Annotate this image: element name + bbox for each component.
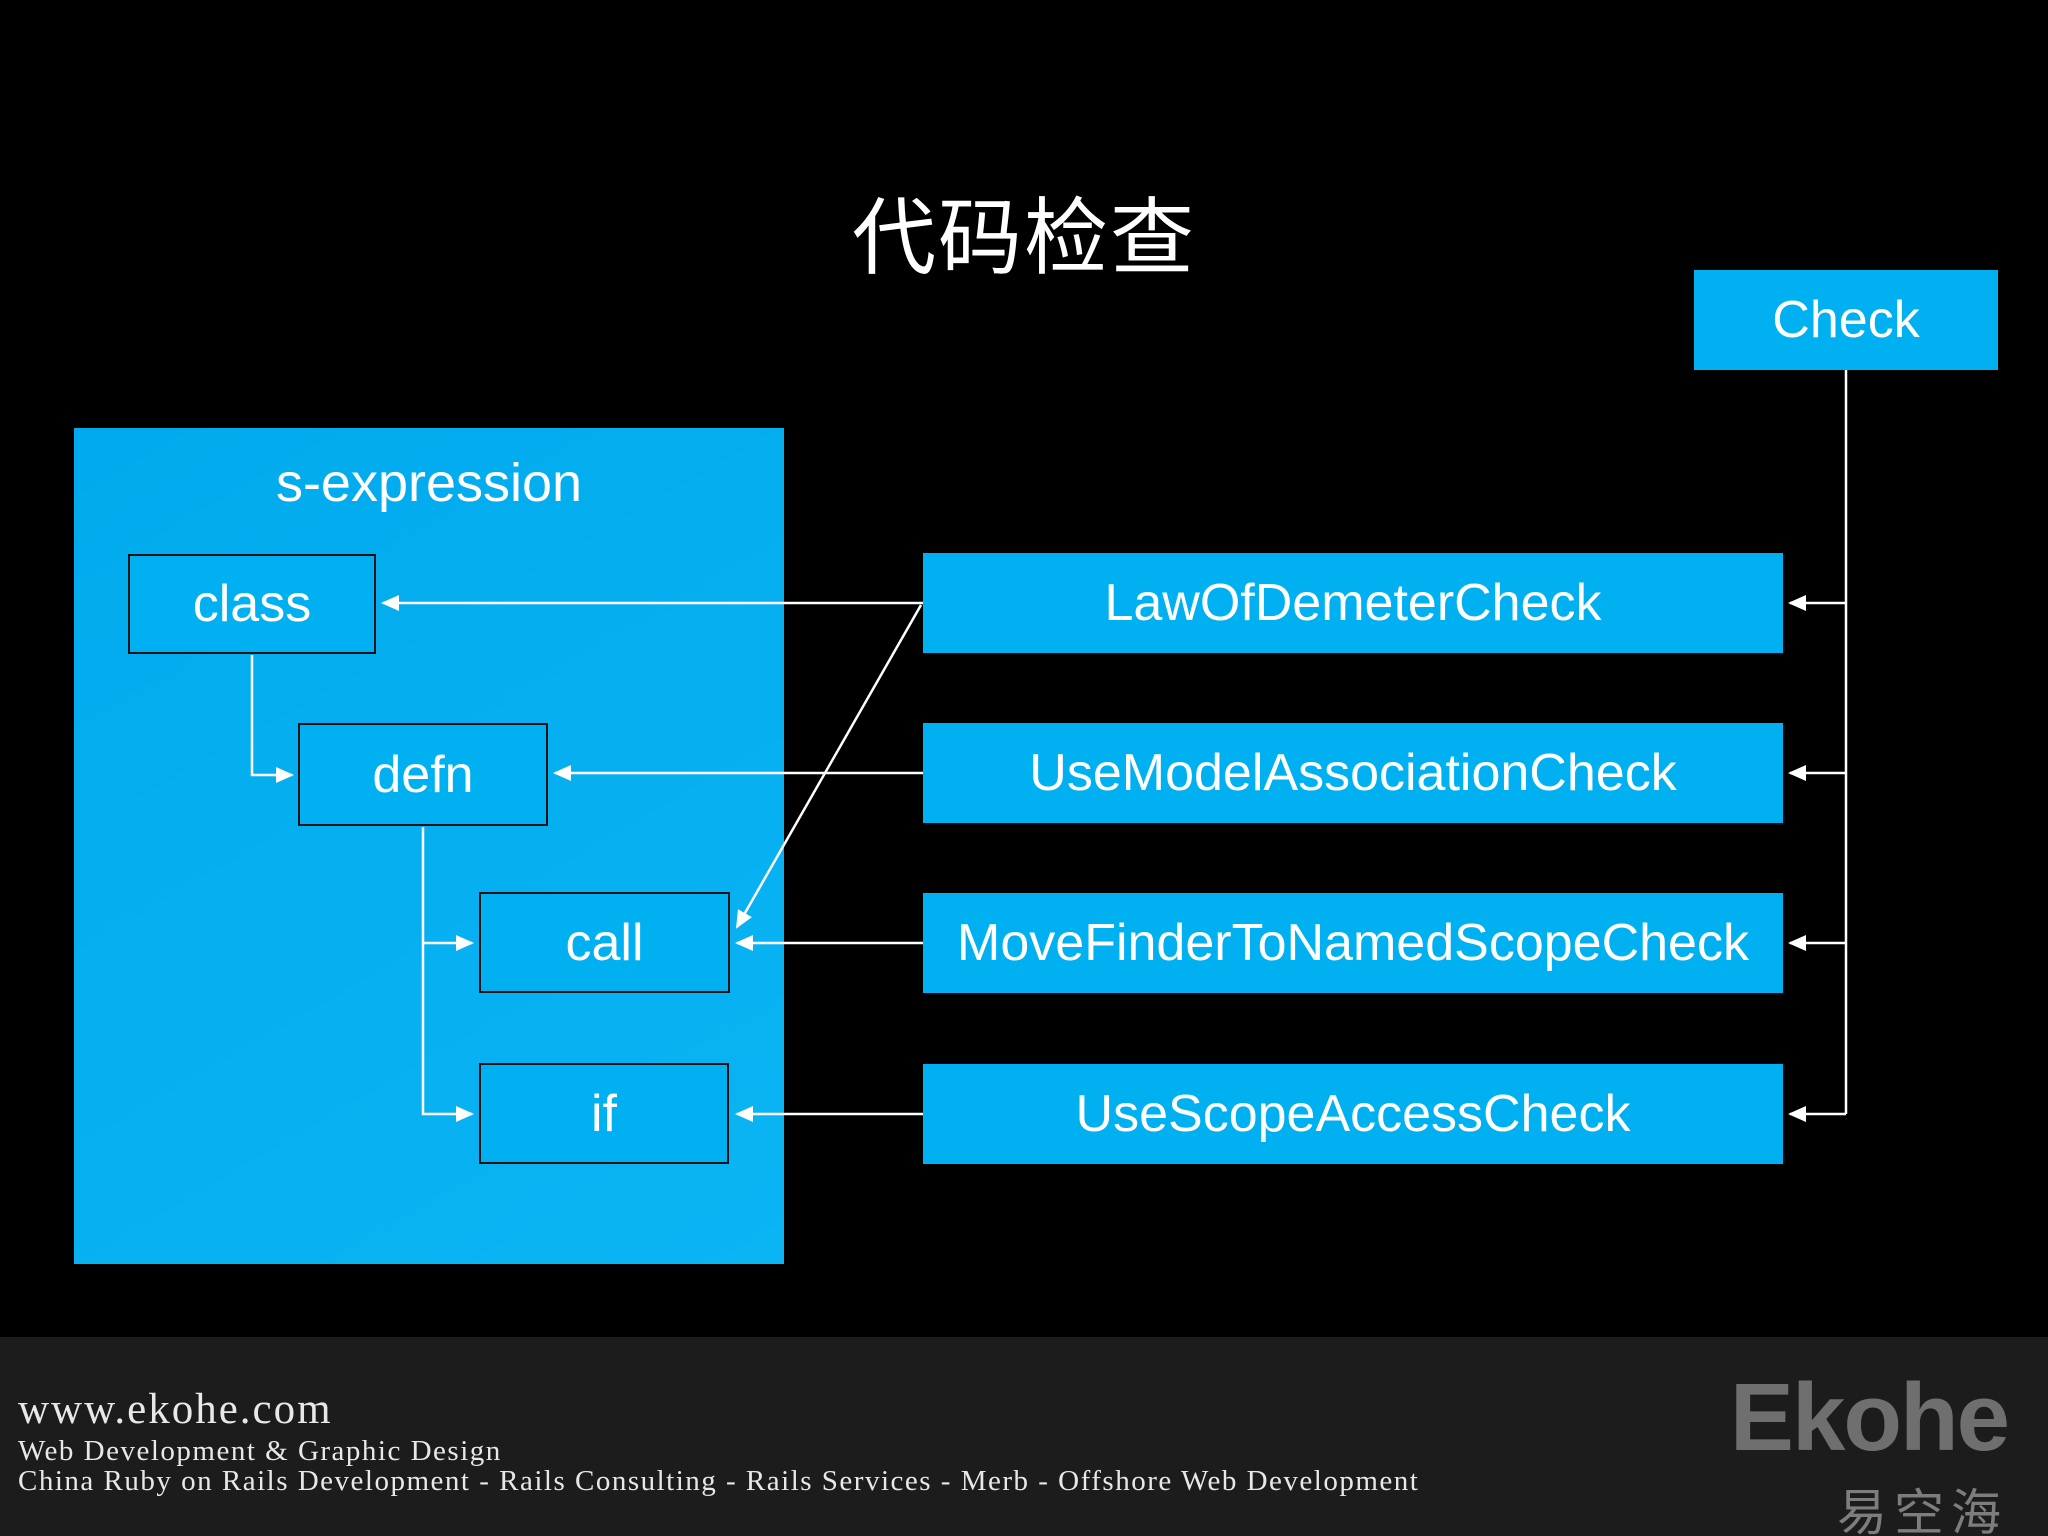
s-expression-label: s-expression: [275, 453, 583, 513]
footer-band: www.ekohe.com Web Development & Graphic …: [0, 1337, 2048, 1536]
check-bar-move-finder-to-named-scope-label: MoveFinderToNamedScopeCheck: [957, 914, 1749, 972]
check-root-label: Check: [1772, 291, 1920, 349]
tree-node-defn: defn: [298, 723, 548, 826]
tree-node-call: call: [479, 892, 730, 993]
ekohe-logo-cjk: 易空海: [1837, 1484, 2008, 1536]
ekohe-logo-text: Ekohe: [1729, 1364, 2010, 1471]
tree-node-call-label: call: [565, 913, 644, 972]
check-bar-law-of-demeter: LawOfDemeterCheck: [923, 553, 1783, 653]
tree-node-if-label: if: [591, 1084, 617, 1143]
tree-node-defn-label: defn: [372, 745, 474, 804]
tree-node-class: class: [128, 554, 376, 654]
footer-website: www.ekohe.com: [18, 1386, 333, 1433]
slide-title: 代码检查: [851, 193, 1196, 286]
check-bar-use-scope-access-label: UseScopeAccessCheck: [1075, 1085, 1631, 1143]
ekohe-logo: Ekohe 易空海: [1729, 1364, 2010, 1536]
check-bar-move-finder-to-named-scope: MoveFinderToNamedScopeCheck: [923, 893, 1783, 993]
check-bar-law-of-demeter-label: LawOfDemeterCheck: [1104, 574, 1602, 632]
check-bar-use-scope-access: UseScopeAccessCheck: [923, 1064, 1783, 1164]
check-root-node: Check: [1694, 270, 1998, 370]
tree-node-class-label: class: [192, 575, 312, 633]
check-bar-use-model-association-label: UseModelAssociationCheck: [1029, 744, 1677, 802]
footer-tagline: Web Development & Graphic Design: [18, 1435, 502, 1467]
tree-node-if: if: [479, 1063, 729, 1164]
check-bar-use-model-association: UseModelAssociationCheck: [923, 723, 1783, 823]
footer-services: China Ruby on Rails Development - Rails …: [18, 1465, 1420, 1497]
